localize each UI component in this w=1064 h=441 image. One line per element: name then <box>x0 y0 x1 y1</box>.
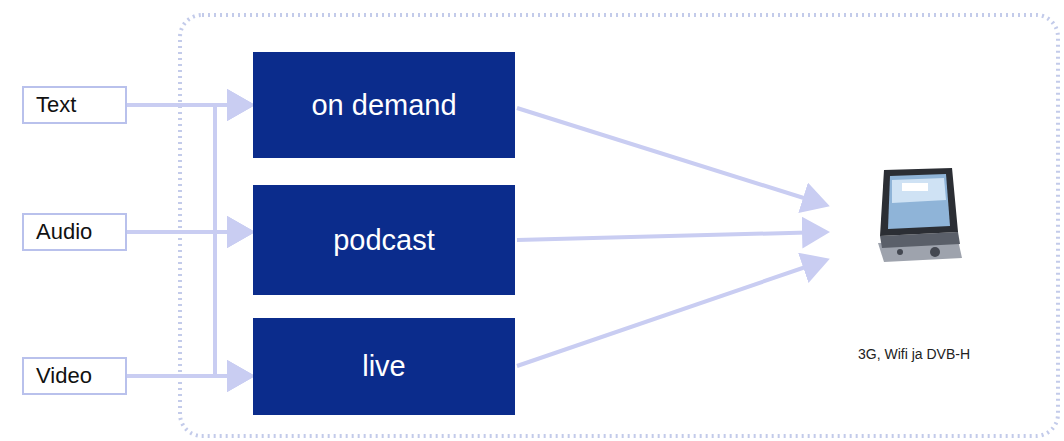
phone-arrows <box>517 108 826 366</box>
flow-arrow <box>127 232 251 376</box>
input-box: Audio <box>22 213 127 251</box>
flow-arrow <box>127 105 251 376</box>
node-text: Video <box>36 363 92 389</box>
dotted-frame <box>180 15 1058 436</box>
flow-arrow <box>127 374 251 378</box>
delivery-box: live <box>253 318 515 415</box>
node-text: Audio <box>36 219 92 245</box>
delivery-box: podcast <box>253 185 515 295</box>
node-text: Text <box>36 92 76 118</box>
flow-arrow <box>127 105 251 232</box>
input-box: Text <box>22 86 127 124</box>
flow-arrow <box>127 232 251 376</box>
flow-arrow <box>127 105 251 376</box>
flow-arrow <box>127 105 251 232</box>
input-box: Video <box>22 357 127 395</box>
node-text: podcast <box>333 224 435 257</box>
phone-illustration <box>878 168 962 262</box>
network-label: 3G, Wifi ja DVB-H <box>856 346 972 362</box>
delivery-box: on demand <box>253 52 515 158</box>
node-text: live <box>362 350 406 383</box>
node-text: on demand <box>311 89 456 122</box>
